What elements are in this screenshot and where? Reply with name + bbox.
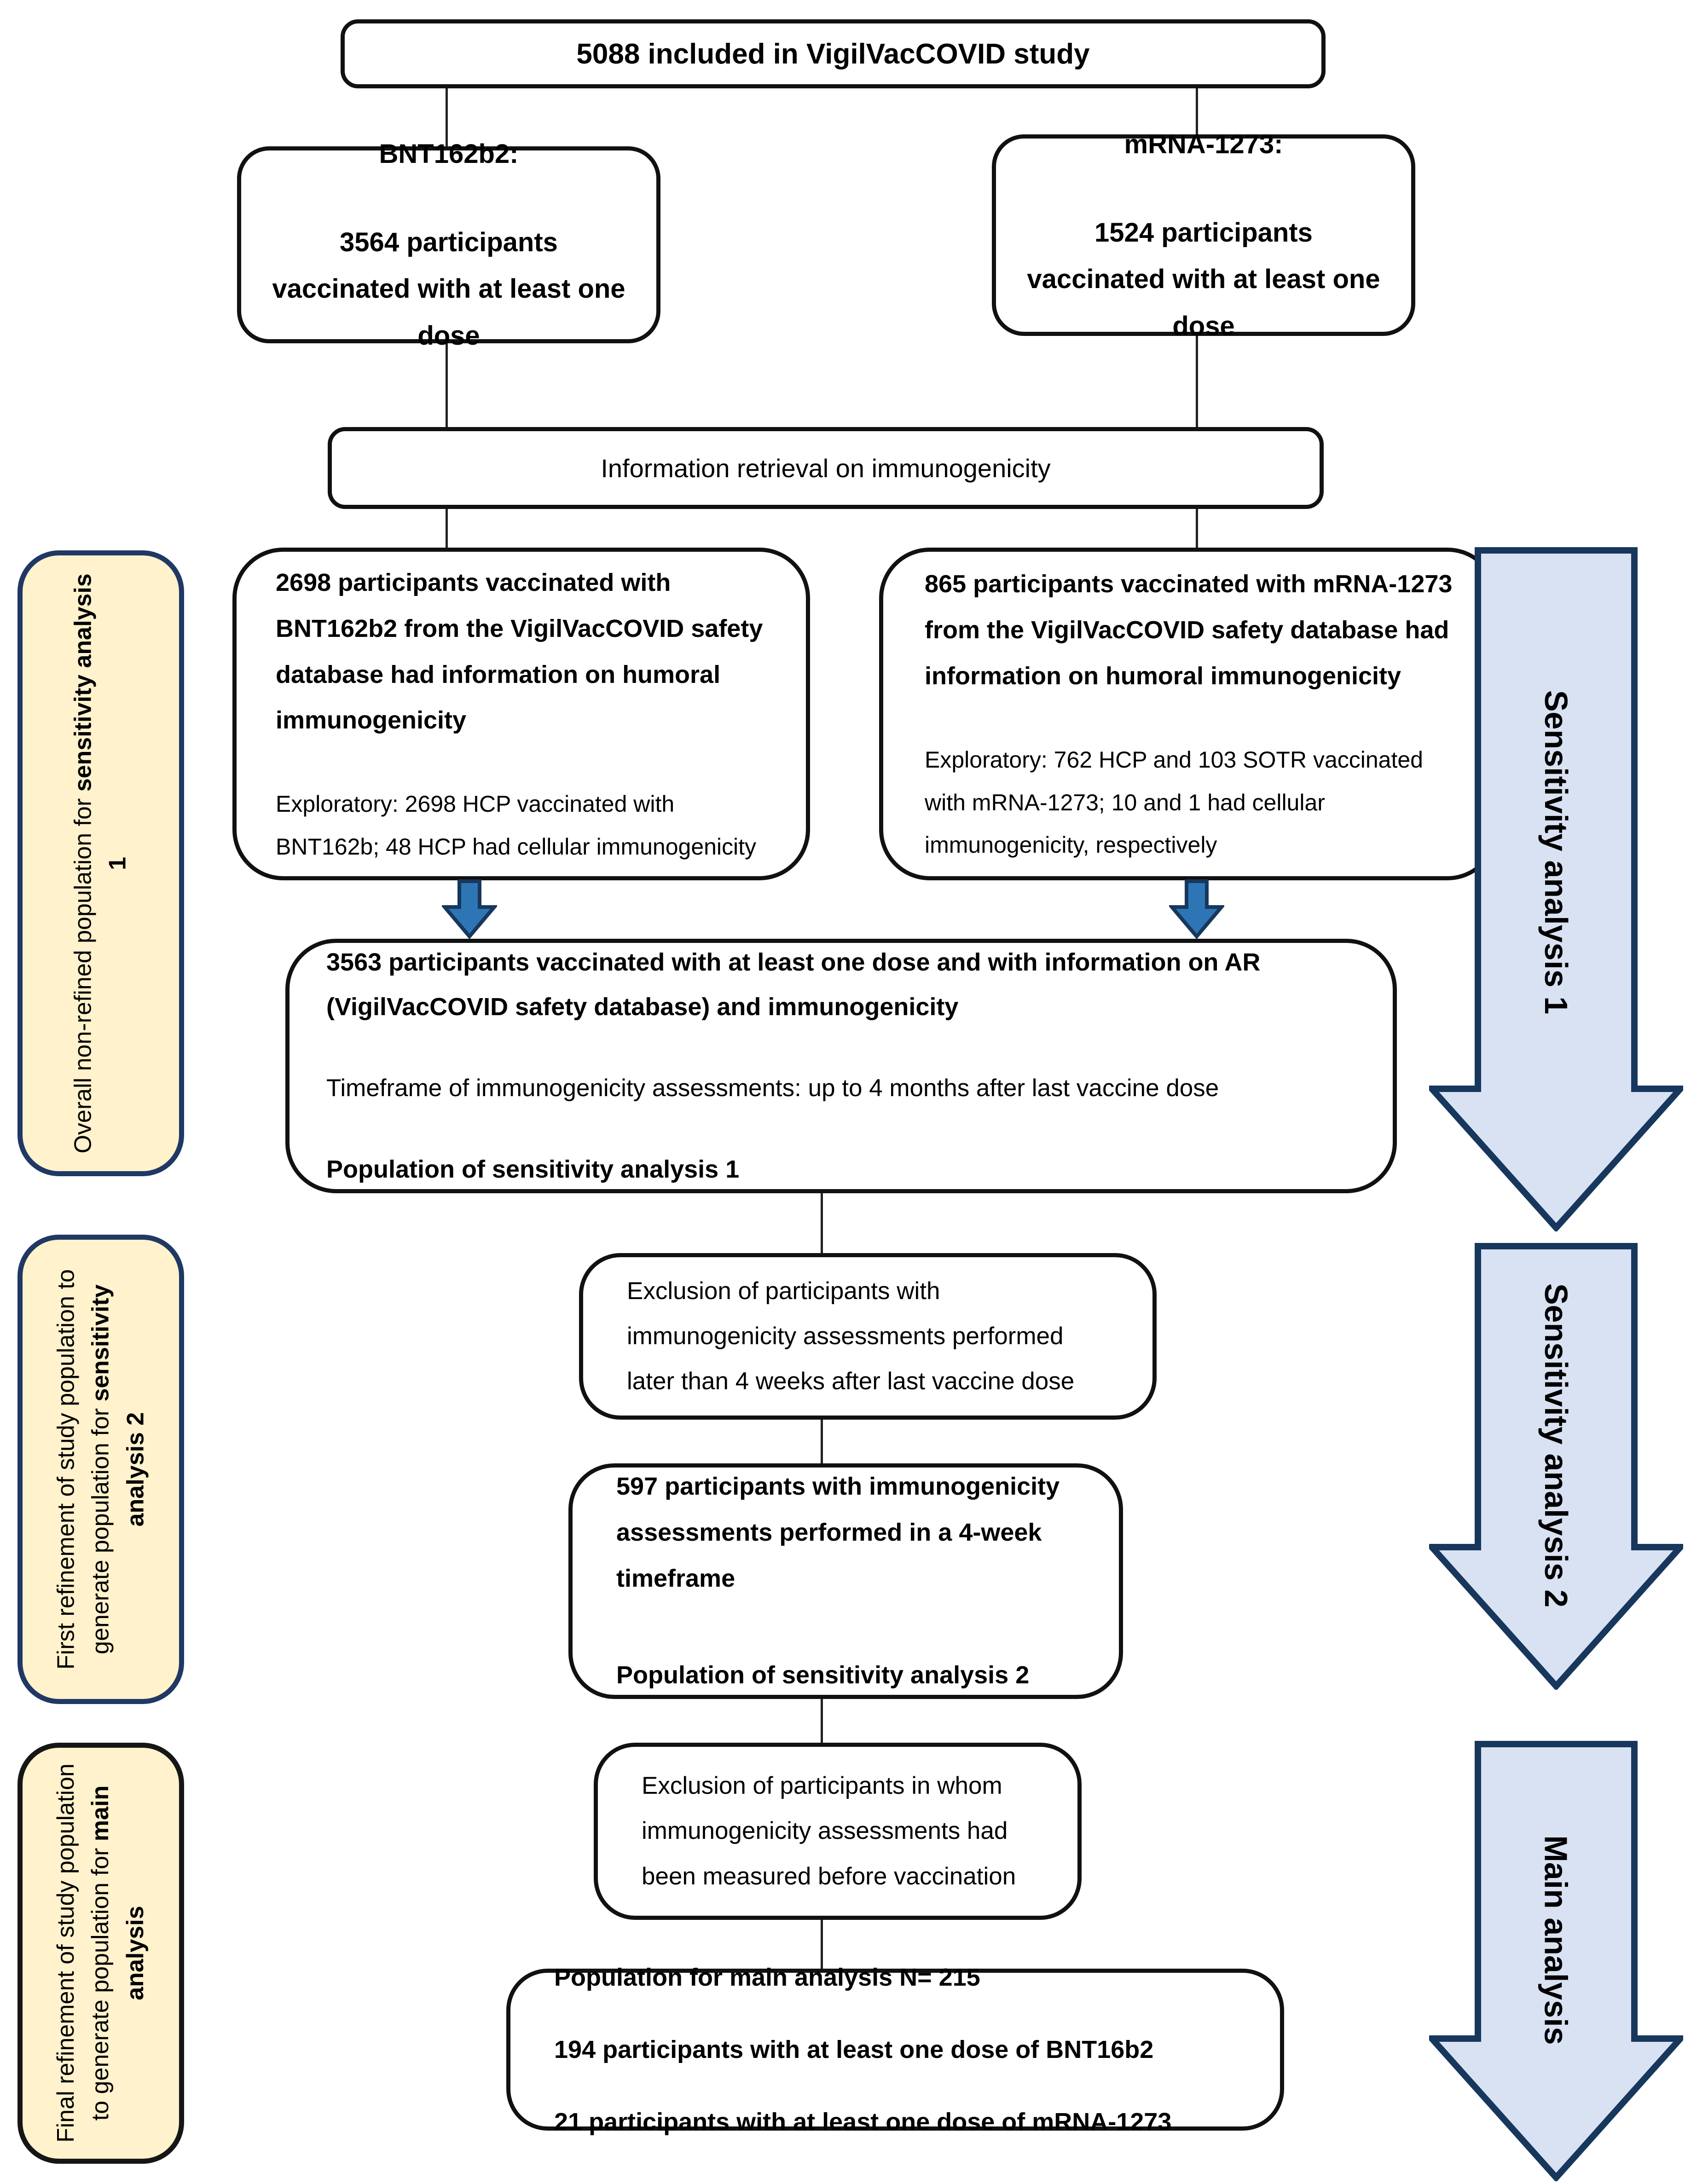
info-retrieval-text: Information retrieval on immunogenicity [601,453,1051,483]
branch-box-mrna1273: mRNA-1273: 1524 participants vaccinated … [992,129,1415,341]
exclusion-text: Exclusion of participants in whom immuno… [642,1772,1016,1890]
small-down-arrow-icon [1169,879,1224,939]
connector-line [1196,335,1198,428]
final-line1: Population for main analysis N= 215 [554,1964,980,1991]
final-line3: 21 participants with at least one dose o… [554,2108,1172,2136]
mid-box-bnt162b2: 2698 participants vaccinated with BNT162… [232,548,810,880]
info-retrieval-bar: Information retrieval on immunogenicity [328,427,1324,509]
pooled-main: 3563 participants vaccinated with at lea… [326,948,1261,1021]
branch-title: mRNA-1273: [1124,129,1283,159]
mid-box-exploratory: Exploratory: 2698 HCP vaccinated with BN… [276,791,757,860]
pooled-population-label: Population of sensitivity analysis 1 [326,1155,740,1183]
branch-body: 1524 participants vaccinated with at lea… [1027,217,1380,341]
exclusion-box-1: Exclusion of participants with immunogen… [579,1253,1157,1420]
exclusion-text: Exclusion of participants with immunogen… [627,1277,1075,1395]
sidebar-sensitivity-analysis-2: First refinement of study population to … [17,1235,184,1704]
sidebar-main-analysis: Final refinement of study population to … [17,1743,184,2164]
connector-line [1196,87,1198,135]
mid-box-main: 865 participants vaccinated with mRNA-12… [925,570,1453,690]
connector-line [821,1919,823,1970]
box597-main: 597 participants with immunogenicity ass… [616,1473,1060,1592]
box597-population-label: Population of sensitivity analysis 2 [616,1661,1030,1689]
sidebar-sensitivity-analysis-1: Overall non-refined population for sensi… [17,550,184,1176]
connector-line [446,87,448,147]
connector-line [1196,508,1198,549]
small-down-arrow-icon [442,879,497,939]
connector-line [821,1698,823,1744]
connector-line [446,508,448,549]
branch-box-bnt162b2: BNT162b2: 3564 participants vaccinated w… [237,139,660,351]
branch-title: BNT162b2: [379,139,519,169]
big-arrow-sensitivity-2: Sensitivity analysis 2 [1424,1242,1685,1691]
final-line2: 194 participants with at least one dose … [554,2036,1154,2063]
exclusion-box-2: Exclusion of participants in whom immuno… [594,1743,1082,1920]
mid-box-main: 2698 participants vaccinated with BNT162… [276,568,763,734]
title-box: 5088 included in VigilVacCOVID study [341,19,1326,88]
mid-box-mrna1273: 865 participants vaccinated with mRNA-12… [879,548,1498,880]
connector-line [821,1192,823,1254]
big-arrow-main-analysis: Main analysis [1424,1740,1685,2183]
connector-line [446,342,448,428]
big-down-arrow-icon [1424,1741,1685,2183]
mid-box-exploratory: Exploratory: 762 HCP and 103 SOTR vaccin… [925,747,1423,858]
big-down-arrow-icon [1424,1243,1685,1691]
pooled-timeframe: Timeframe of immunogenicity assessments:… [326,1075,1219,1102]
big-down-arrow-icon [1424,547,1685,1233]
big-arrow-sensitivity-1: Sensitivity analysis 1 [1424,547,1685,1233]
connector-line [821,1419,823,1464]
sidebar-text-normal: Overall non-refined population for [69,791,97,1154]
branch-body: 3564 participants vaccinated with at lea… [272,227,625,351]
sensitivity-2-population-box: 597 participants with immunogenicity ass… [568,1463,1123,1699]
pooled-population-box: 3563 participants vaccinated with at lea… [285,939,1397,1193]
main-analysis-population-box: Population for main analysis N= 215 194 … [506,1964,1284,2136]
title-box-text: 5088 included in VigilVacCOVID study [576,38,1090,70]
